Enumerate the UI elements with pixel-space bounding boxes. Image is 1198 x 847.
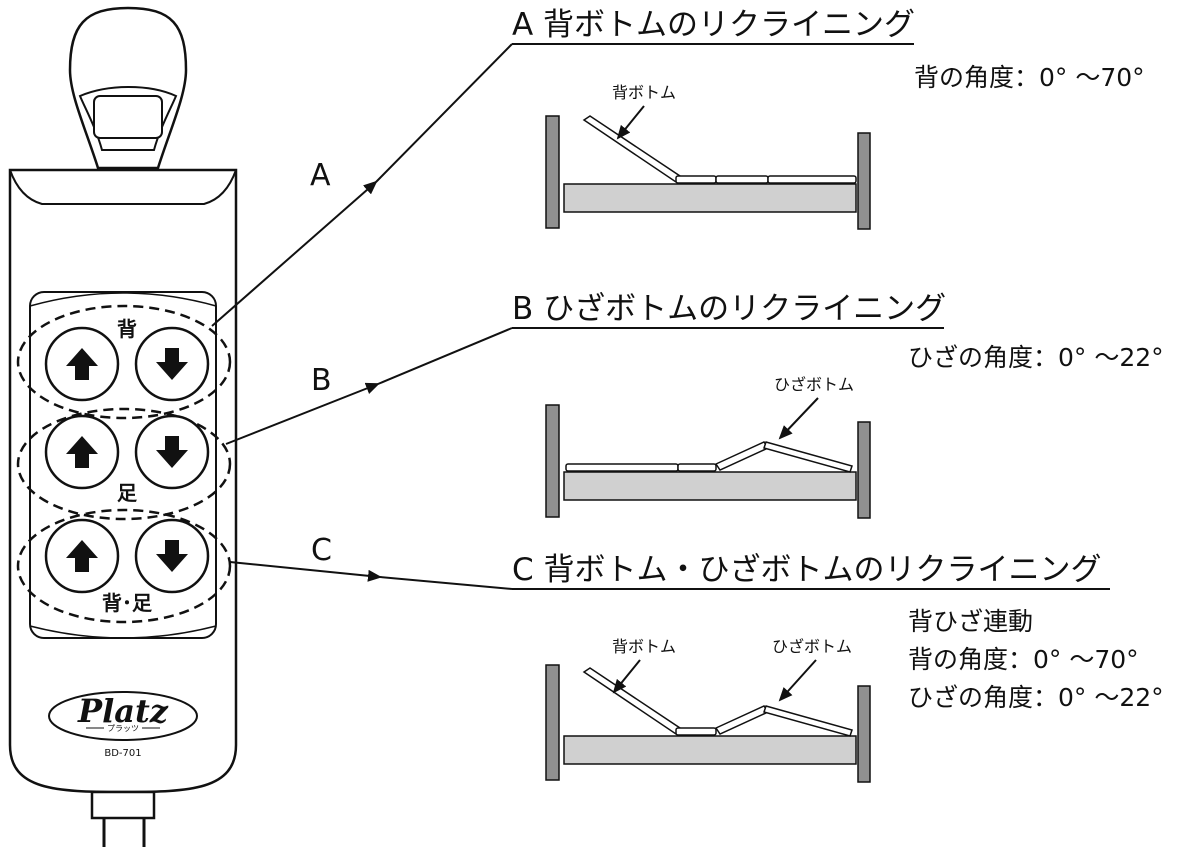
- logo-subtext: プラッツ: [107, 724, 139, 733]
- arrow-up-icon: [66, 348, 98, 380]
- section-a-part-label: 背ボトム: [612, 83, 676, 102]
- section-c-back-part-label: 背ボトム: [612, 637, 676, 656]
- knee-button-group-outline: [16, 407, 232, 521]
- bed-frame: [563, 471, 857, 501]
- knee-down-button[interactable]: [134, 414, 210, 490]
- footboard: [857, 132, 871, 230]
- logo-text: Platz: [77, 692, 169, 730]
- headboard: [545, 664, 560, 781]
- remote-control: 背 足 背･足 Platz プラッツ BD-701: [8, 6, 238, 847]
- section-b-part-label: ひざボトム: [774, 375, 854, 394]
- section-c-knee-part-label: ひざボトム: [772, 637, 852, 656]
- letter-b: B: [311, 363, 332, 398]
- bed-b: [545, 397, 871, 519]
- section-a-title: A 背ボトムのリクライニング: [512, 7, 915, 43]
- arrow-down-icon: [156, 540, 188, 572]
- section-c-angle-line-3: ひざの角度：0° ～22°: [908, 683, 1164, 712]
- arrow-up-icon: [66, 540, 98, 572]
- leader-lines: [211, 43, 1110, 590]
- section-a-angle-line: 背の角度：0° ～70°: [914, 63, 1145, 92]
- knee-group-label: 足: [117, 481, 138, 505]
- headboard: [545, 404, 560, 518]
- leader-line-b: [225, 382, 380, 445]
- back-group-label: 背: [117, 317, 137, 341]
- letter-c: C: [311, 533, 332, 568]
- footboard: [857, 685, 871, 783]
- back-up-button[interactable]: [44, 326, 120, 402]
- arrow-up-icon: [66, 436, 98, 468]
- section-c-title: C 背ボトム・ひざボトムのリクライニング: [512, 552, 1102, 588]
- back-button-group-outline: [16, 304, 232, 420]
- knee-bottom-raised-left: [714, 705, 770, 735]
- letter-a: A: [310, 158, 331, 193]
- remote-cable-connector: [90, 790, 156, 820]
- model-number: BD-701: [104, 748, 141, 759]
- bed-a: [545, 105, 871, 230]
- both-down-button[interactable]: [134, 518, 210, 594]
- knee-up-button[interactable]: [44, 414, 120, 490]
- section-b-angle-line: ひざの角度：0° ～22°: [908, 343, 1164, 372]
- section-c-angle-line-2: 背の角度：0° ～70°: [908, 645, 1139, 674]
- headboard: [545, 115, 560, 229]
- both-group-label: 背･足: [102, 591, 153, 615]
- section-b-title: B ひざボトムのリクライニング: [512, 291, 946, 327]
- knee-bottom-raised-left: [714, 441, 770, 471]
- bed-frame: [563, 735, 857, 765]
- knee-bottom-raised-right: [763, 441, 853, 473]
- bed-frame: [563, 183, 857, 213]
- leader-line-a: [211, 180, 378, 327]
- back-down-button[interactable]: [134, 326, 210, 402]
- footboard: [857, 421, 871, 519]
- back-bottom-raised: [582, 115, 682, 184]
- both-button-group-outline: [16, 508, 232, 624]
- arrow-down-icon: [156, 348, 188, 380]
- leader-line-c: [229, 561, 382, 582]
- arrow-down-icon: [156, 436, 188, 468]
- bed-c: [545, 659, 871, 783]
- knee-bottom-raised-right: [763, 705, 853, 737]
- section-c-angle-line-1: 背ひざ連動: [908, 607, 1033, 636]
- platz-logo: Platz プラッツ: [48, 691, 198, 741]
- both-up-button[interactable]: [44, 518, 120, 594]
- back-bottom-raised: [582, 667, 682, 736]
